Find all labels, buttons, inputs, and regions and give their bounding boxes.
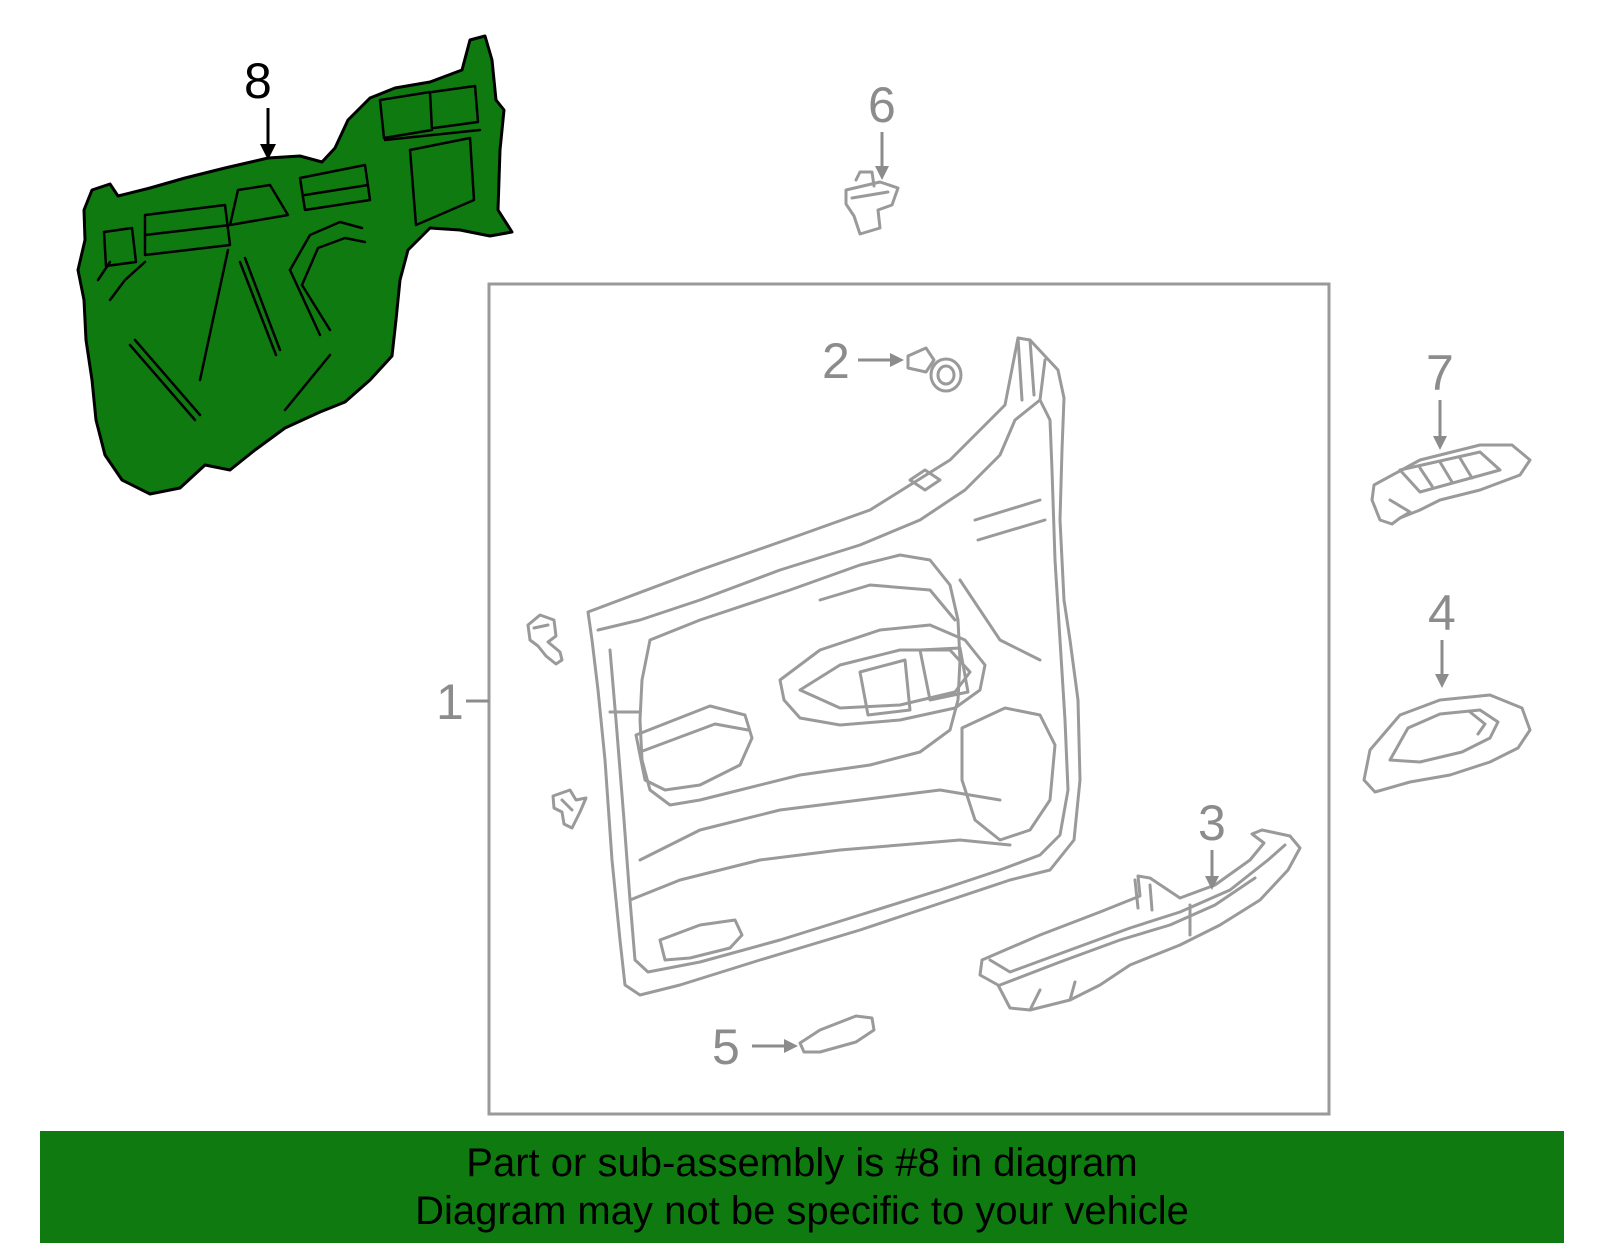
- part-4-handle-bezel[interactable]: [1362, 693, 1532, 794]
- part-3-armrest[interactable]: [978, 828, 1302, 1012]
- part-6-clip[interactable]: [844, 170, 900, 236]
- callout-3[interactable]: 3: [1198, 795, 1226, 890]
- part-2-screw[interactable]: [906, 346, 963, 393]
- retainer-clip[interactable]: [551, 788, 588, 830]
- part-1-door-panel[interactable]: [586, 336, 1082, 997]
- callout-8-label: 8: [244, 53, 272, 109]
- callout-2-arrowhead: [890, 353, 904, 367]
- callout-6-arrowhead: [875, 166, 889, 180]
- callout-3-label: 3: [1198, 795, 1226, 851]
- callout-4-label: 4: [1428, 585, 1456, 641]
- callout-5[interactable]: 5: [712, 1019, 798, 1075]
- callout-4-arrowhead: [1435, 674, 1449, 688]
- callout-5-arrowhead: [784, 1039, 798, 1053]
- push-pin-fastener[interactable]: [526, 613, 564, 666]
- callout-5-label: 5: [712, 1019, 740, 1075]
- callout-3-arrowhead: [1205, 876, 1219, 890]
- part-7-window-switch[interactable]: [1370, 443, 1532, 526]
- assembly-frame: [487, 282, 1331, 1116]
- banner-line-2: Diagram may not be specific to your vehi…: [415, 1189, 1189, 1233]
- part-8-highlighted[interactable]: [76, 34, 514, 496]
- callout-1-label: 1: [436, 674, 464, 730]
- callout-8-arrowhead: [260, 144, 276, 160]
- banner-line-1: Part or sub-assembly is #8 in diagram: [466, 1141, 1138, 1185]
- callout-7-label: 7: [1426, 345, 1454, 401]
- callout-1[interactable]: 1: [436, 674, 489, 730]
- callout-8[interactable]: 8: [244, 53, 276, 160]
- info-banner: Part or sub-assembly is #8 in diagram Di…: [40, 1131, 1564, 1243]
- callout-6-label: 6: [868, 77, 896, 133]
- callout-2-label: 2: [822, 333, 850, 389]
- callout-6[interactable]: 6: [868, 77, 896, 180]
- callout-4[interactable]: 4: [1428, 585, 1456, 688]
- callout-7-arrowhead: [1433, 436, 1447, 450]
- callout-7[interactable]: 7: [1426, 345, 1454, 450]
- part-5-plug[interactable]: [798, 1014, 876, 1054]
- callout-2[interactable]: 2: [822, 333, 904, 389]
